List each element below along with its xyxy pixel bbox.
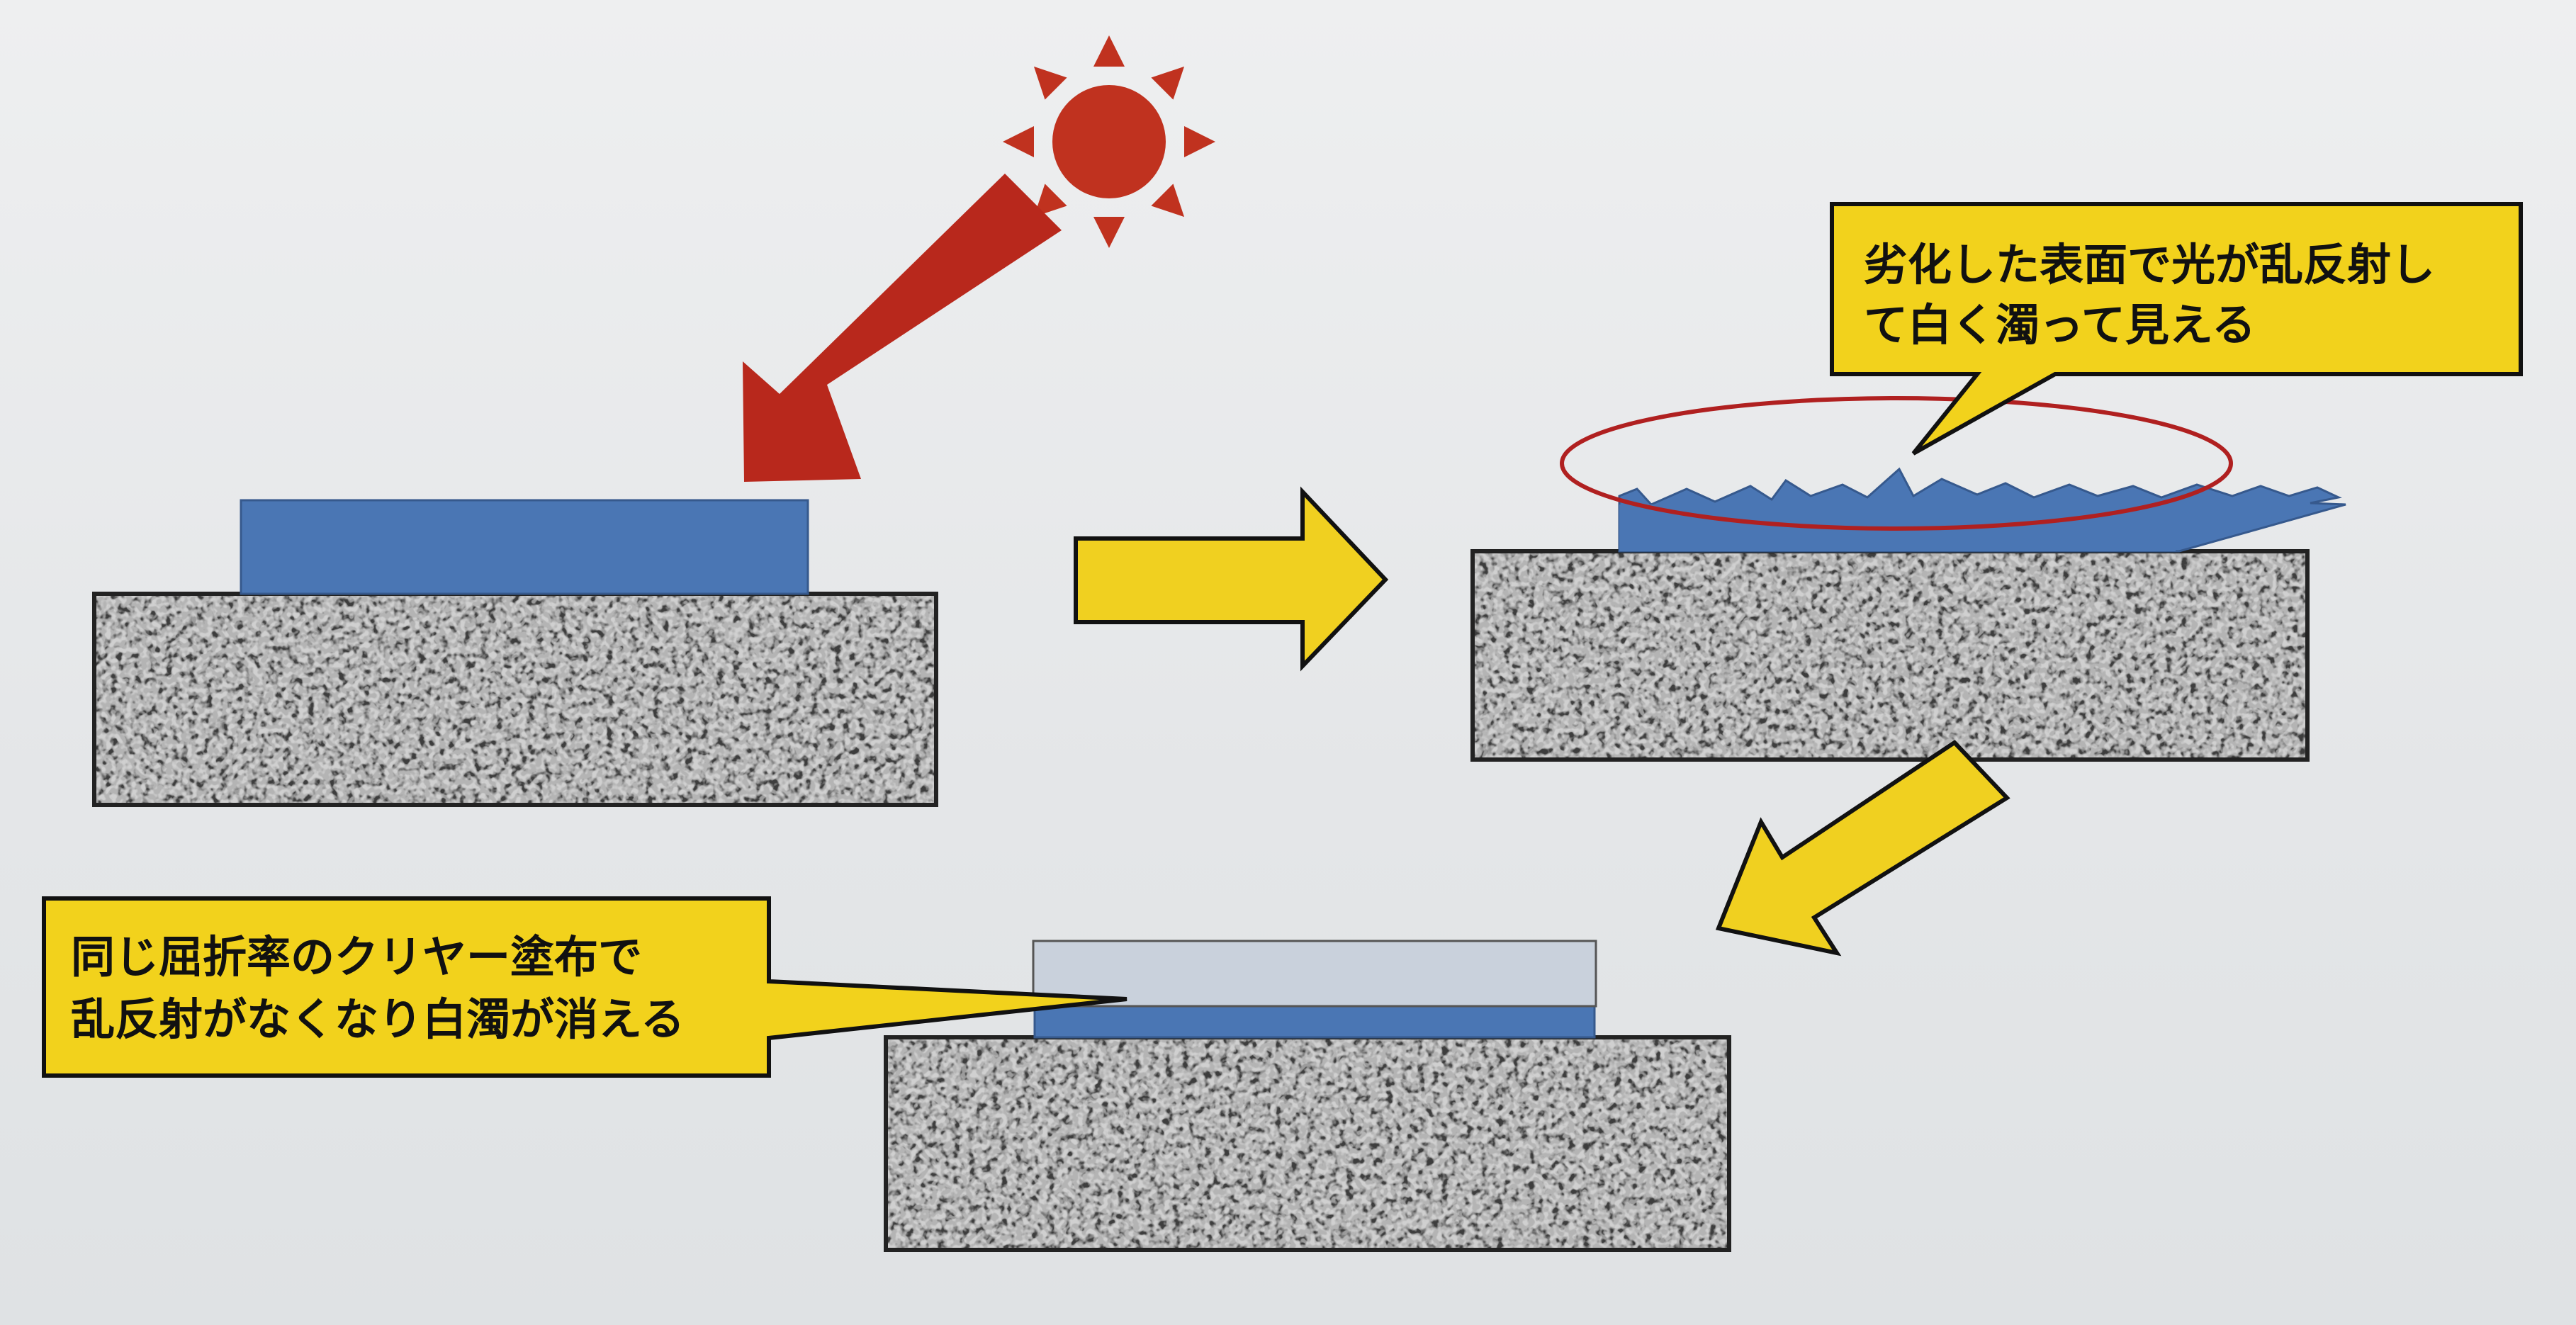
coating-layer-1 [240, 499, 809, 595]
callout-degraded-box [1830, 202, 2523, 456]
flow-arrow-right [1074, 486, 1389, 672]
callout-degraded-line-1: 劣化した表面で光が乱反射し [1864, 239, 2435, 291]
scene-clear-coat [884, 940, 1731, 1252]
callout-degraded: 劣化した表面で光が乱反射し て白く濁って見える [1830, 202, 2523, 456]
callout-degraded-line-2: て白く濁って見える [1864, 299, 2256, 351]
light-ray-arrow [743, 174, 1062, 482]
scene-degraded [1470, 396, 2346, 762]
callout-clear-coat-line-1: 同じ屈折率のクリヤー塗布で [71, 931, 642, 983]
substrate-block-3-speckle [886, 1037, 1729, 1250]
scene-original [92, 499, 938, 807]
substrate-block-2-speckle [1473, 551, 2307, 760]
callout-clear-coat-box [42, 896, 1127, 1078]
substrate-block-1-speckle [94, 594, 936, 805]
flow-arrow-down-left [1715, 740, 2010, 957]
callout-clear-coat-line-2: 乱反射がなくなり白濁が消える [71, 993, 685, 1045]
coating-layer-3 [1033, 1005, 1596, 1039]
clear-coat-layer [1032, 940, 1597, 1008]
callout-clear-coat: 同じ屈折率のクリヤー塗布で 乱反射がなくなり白濁が消える [42, 896, 1127, 1078]
scatter-highlight-ellipse [1560, 396, 2233, 531]
